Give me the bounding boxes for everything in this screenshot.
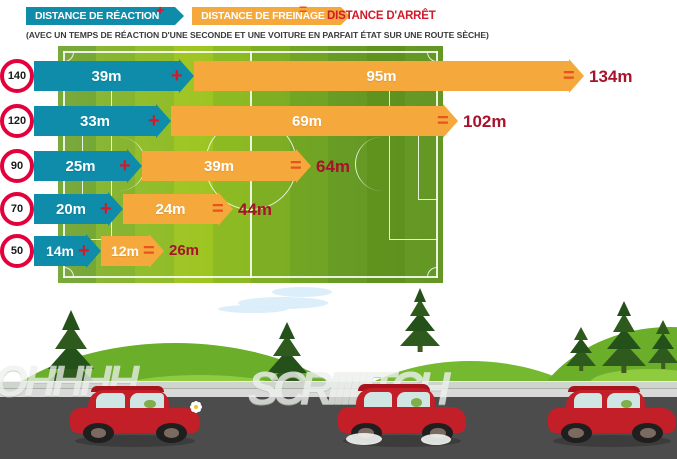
speed-limit-badge: 90 [0, 149, 34, 183]
reaction-distance-bar: 20m [34, 192, 123, 226]
legend-equals-sign: = [299, 1, 308, 17]
car-right [548, 381, 676, 447]
speed-limit-value: 70 [10, 203, 24, 215]
reaction-distance-bar: 39m [34, 59, 194, 93]
total-stopping-distance: 26m [169, 242, 200, 259]
distance-row: 50 14m 12m + = 26m [0, 234, 199, 268]
reaction-distance-bar: 33m [34, 104, 171, 138]
field-goal-box-right [418, 130, 438, 200]
field-corner-bottom-right [427, 267, 438, 278]
pine-tree-icon [400, 288, 440, 352]
speed-limit-badge: 50 [0, 234, 34, 268]
equals-sign: = [437, 110, 449, 132]
braking-distance-bar: 39m [142, 149, 311, 183]
pine-tree-icon [648, 313, 677, 369]
equals-sign: = [290, 155, 302, 177]
plus-sign: + [148, 110, 160, 132]
distance-row: 70 20m 24m + = 44m [0, 192, 272, 226]
field-penalty-arc-right [355, 137, 390, 191]
total-stopping-distance: 102m [463, 112, 507, 131]
legend-reaction-label: DISTANCE DE RÉACTION [35, 10, 160, 22]
equals-sign: = [563, 65, 575, 87]
reaction-distance-value: 33m [79, 112, 111, 130]
car-middle [338, 379, 466, 447]
distance-row: 90 25m 39m + = 64m [0, 149, 350, 183]
subtitle: (AVEC UN TEMPS DE RÉACTION D'UNE SECONDE… [26, 30, 489, 40]
reaction-distance-value: 20m [55, 200, 87, 218]
braking-distance-bar: 12m [101, 234, 164, 268]
car-left [70, 381, 202, 447]
legend-braking-label: DISTANCE DE FREINAGE [201, 10, 325, 22]
guard-rail [0, 381, 677, 389]
legend: DISTANCE DE RÉACTION DISTANCE DE FREINAG… [26, 7, 350, 25]
field-line-right [436, 51, 438, 278]
total-stopping-distance: 64m [316, 157, 351, 176]
plus-sign: + [171, 65, 183, 87]
braking-distance-value: 39m [203, 157, 235, 175]
reaction-distance-value: 14m [45, 243, 75, 259]
speed-limit-badge: 140 [0, 59, 34, 93]
total-stopping-distance: 44m [238, 200, 273, 219]
pine-tree-icon [602, 301, 646, 373]
pine-tree-icon [262, 322, 312, 397]
legend-braking-chip: DISTANCE DE FREINAGE [192, 7, 350, 25]
speed-limit-badge: 70 [0, 192, 34, 226]
braking-distance-value: 69m [291, 112, 323, 130]
reaction-distance-bar: 14m [34, 234, 101, 268]
road-scene: OHHHH SCRIIIIIITCH [0, 283, 677, 459]
reaction-distance-value: 39m [91, 67, 122, 85]
plus-sign: + [78, 240, 90, 262]
distance-row: 140 39m 95m + = 134m [0, 59, 632, 93]
braking-distance-value: 12m [110, 243, 140, 259]
speed-limit-value: 50 [10, 245, 24, 257]
pine-tree-icon [566, 321, 596, 371]
speed-limit-value: 90 [10, 160, 24, 172]
plus-sign: + [100, 198, 112, 220]
legend-reaction-chip: DISTANCE DE RÉACTION [26, 7, 185, 25]
speed-limit-value: 120 [7, 115, 27, 127]
braking-distance-bar: 95m [194, 59, 584, 93]
equals-sign: = [143, 240, 155, 262]
reaction-distance-bar: 25m [34, 149, 142, 183]
braking-distance-bar: 69m [171, 104, 458, 138]
legend-total-label: DISTANCE D'ARRÊT [327, 10, 436, 22]
daisy-icon [189, 401, 202, 413]
legend-plus-sign: + [156, 2, 165, 18]
braking-distance-value: 24m [155, 200, 186, 218]
total-stopping-distance: 134m [589, 67, 633, 86]
road-verge [0, 389, 677, 397]
cloud-icon [272, 287, 332, 297]
plus-sign: + [119, 155, 131, 177]
reaction-distance-value: 25m [65, 157, 96, 175]
braking-distance-value: 95m [366, 67, 397, 85]
speed-limit-badge: 120 [0, 104, 34, 138]
cloud-icon [218, 305, 288, 313]
braking-distance-bar: 24m [123, 192, 233, 226]
equals-sign: = [212, 198, 224, 220]
speed-limit-value: 140 [7, 70, 27, 82]
distance-row: 120 33m 69m + = 102m [0, 104, 506, 138]
